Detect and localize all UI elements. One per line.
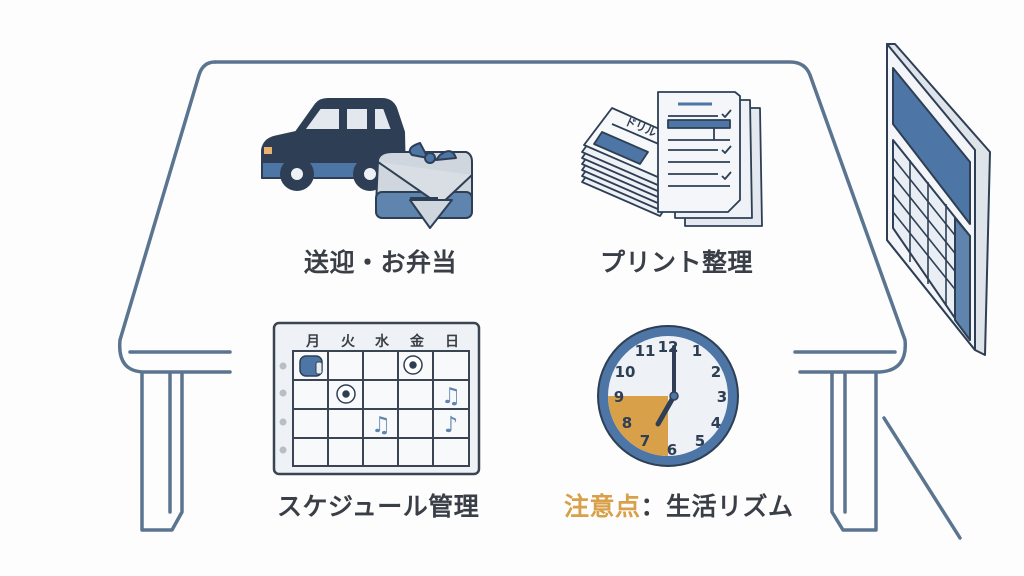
music-note-icon: ♫ ♫ ♪ [371, 384, 461, 438]
svg-text:火: 火 [341, 334, 356, 350]
svg-text:3: 3 [717, 388, 727, 406]
label-rhythm: 注意点：生活リズム [564, 487, 794, 523]
svg-text:♫: ♫ [441, 384, 461, 409]
svg-text:月: 月 [305, 334, 320, 350]
svg-text:1: 1 [692, 342, 702, 360]
furoshiki-lunchbox-icon [375, 142, 473, 229]
label-pickup-lunch: 送迎・お弁当 [304, 248, 458, 277]
svg-text:5: 5 [695, 432, 705, 450]
label-rhythm-rest: 生活リズム [666, 492, 794, 521]
checklist-documents-icon [657, 91, 763, 227]
label-print-organize: プリント整理 [600, 248, 754, 277]
label-schedule: スケジュール管理 [277, 492, 480, 521]
svg-text:金: 金 [409, 333, 425, 350]
weekly-calendar-icon: 月 火 水 金 日 ♫ [272, 321, 481, 476]
svg-text:9: 9 [614, 388, 624, 406]
table-outline [117, 60, 962, 540]
svg-text:10: 10 [615, 363, 636, 381]
svg-text:♪: ♪ [444, 413, 458, 438]
soccer-ball-icon [336, 355, 423, 404]
svg-text:8: 8 [622, 414, 632, 432]
svg-text:♫: ♫ [371, 413, 391, 438]
clock-icon: 12 1 2 3 4 5 6 7 8 9 10 11 [597, 325, 739, 467]
calculator-icon [886, 43, 991, 356]
svg-text:7: 7 [640, 432, 650, 450]
svg-text:水: 水 [375, 333, 390, 350]
label-rhythm-accent: 注意点 [564, 492, 641, 521]
svg-text:6: 6 [667, 441, 677, 459]
svg-text:2: 2 [711, 363, 721, 381]
svg-text:日: 日 [445, 334, 459, 350]
label-rhythm-sep: ： [640, 492, 667, 521]
svg-text:11: 11 [635, 342, 656, 360]
svg-text:4: 4 [711, 414, 721, 432]
backpack-icon [299, 355, 323, 377]
